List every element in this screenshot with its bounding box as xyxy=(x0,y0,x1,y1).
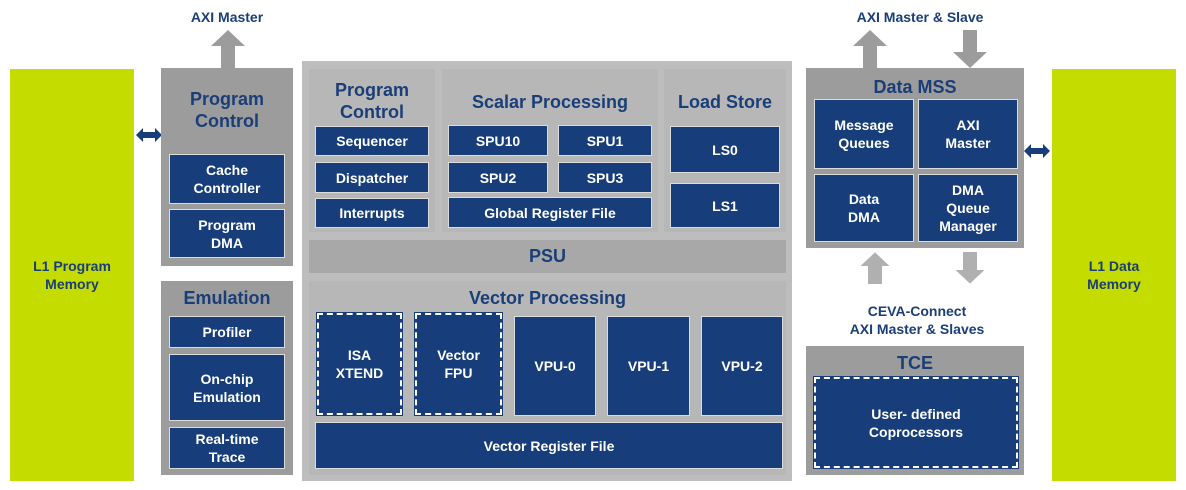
vpu0-block: VPU-0 xyxy=(514,316,596,416)
vector-processing-title: Vector Processing xyxy=(468,288,627,308)
scalar-processing-title: Scalar Processing xyxy=(471,92,629,112)
bidirectional-arrow-icon xyxy=(1024,144,1050,158)
core-program-control-panel: Program Control Sequencer Dispatcher Int… xyxy=(309,69,435,232)
user-defined-coprocessors-block: User- defined Coprocessors xyxy=(813,376,1019,469)
axi-master-slave-label: AXI Master & Slave xyxy=(856,9,984,25)
down-arrow-icon xyxy=(953,30,987,68)
up-arrow-icon xyxy=(211,30,245,68)
emulation-title: Emulation xyxy=(183,288,271,308)
dma-queue-manager-block: DMA Queue Manager xyxy=(918,174,1018,242)
message-queues-block: Message Queues xyxy=(814,99,914,169)
isa-xtend-block: ISA XTEND xyxy=(316,312,403,416)
tce-panel: TCE User- defined Coprocessors xyxy=(806,346,1024,475)
program-control-title: Program Control xyxy=(189,89,265,131)
up-arrow-icon xyxy=(853,30,887,68)
program-control-panel: Program Control Cache Controller Program… xyxy=(161,68,293,266)
interrupts-block: Interrupts xyxy=(315,198,429,228)
core-program-control-title: Program Control xyxy=(334,80,410,122)
global-register-file-block: Global Register File xyxy=(448,197,652,228)
cache-controller-block: Cache Controller xyxy=(169,154,285,204)
spu3-block: SPU3 xyxy=(558,162,652,193)
vector-processing-panel: Vector Processing ISA XTEND Vector FPU V… xyxy=(309,281,786,475)
dispatcher-block: Dispatcher xyxy=(315,162,429,193)
load-store-title: Load Store xyxy=(677,92,772,112)
tce-title: TCE xyxy=(897,353,933,373)
sequencer-block: Sequencer xyxy=(315,126,429,156)
spu10-block: SPU10 xyxy=(448,125,548,156)
ls1-block: LS1 xyxy=(670,183,780,228)
bidirectional-arrow-icon xyxy=(136,128,162,142)
spu1-block: SPU1 xyxy=(558,125,652,156)
vpu2-block: VPU-2 xyxy=(701,316,783,416)
profiler-block: Profiler xyxy=(169,316,285,348)
realtime-trace-block: Real-time Trace xyxy=(169,427,285,469)
data-dma-block: Data DMA xyxy=(814,174,914,242)
axi-master-label: AXI Master xyxy=(190,9,264,25)
vector-fpu-block: Vector FPU xyxy=(414,312,503,416)
emulation-panel: Emulation Profiler On-chip Emulation Rea… xyxy=(161,281,293,475)
load-store-panel: Load Store LS0 LS1 xyxy=(664,69,786,232)
spu2-block: SPU2 xyxy=(448,162,548,193)
ls0-block: LS0 xyxy=(670,126,780,173)
l1-program-memory: L1 Program Memory xyxy=(10,69,134,481)
program-dma-block: Program DMA xyxy=(169,209,285,258)
data-mss-title: Data MSS xyxy=(873,77,957,97)
data-mss-panel: Data MSS Message Queues AXI Master Data … xyxy=(806,68,1024,248)
up-arrow-icon xyxy=(855,249,895,286)
l1-data-memory: L1 Data Memory xyxy=(1052,69,1176,481)
vpu1-block: VPU-1 xyxy=(607,316,690,416)
psu-bar: PSU xyxy=(309,240,786,273)
ceva-connect-label: CEVA-Connect AXI Master & Slaves xyxy=(849,303,985,337)
scalar-processing-panel: Scalar Processing SPU10 SPU1 SPU2 SPU3 G… xyxy=(442,69,658,232)
onchip-emulation-block: On-chip Emulation xyxy=(169,354,285,421)
down-arrow-icon xyxy=(950,250,990,287)
axi-master-block: AXI Master xyxy=(918,99,1018,169)
vector-register-file-block: Vector Register File xyxy=(315,422,783,469)
